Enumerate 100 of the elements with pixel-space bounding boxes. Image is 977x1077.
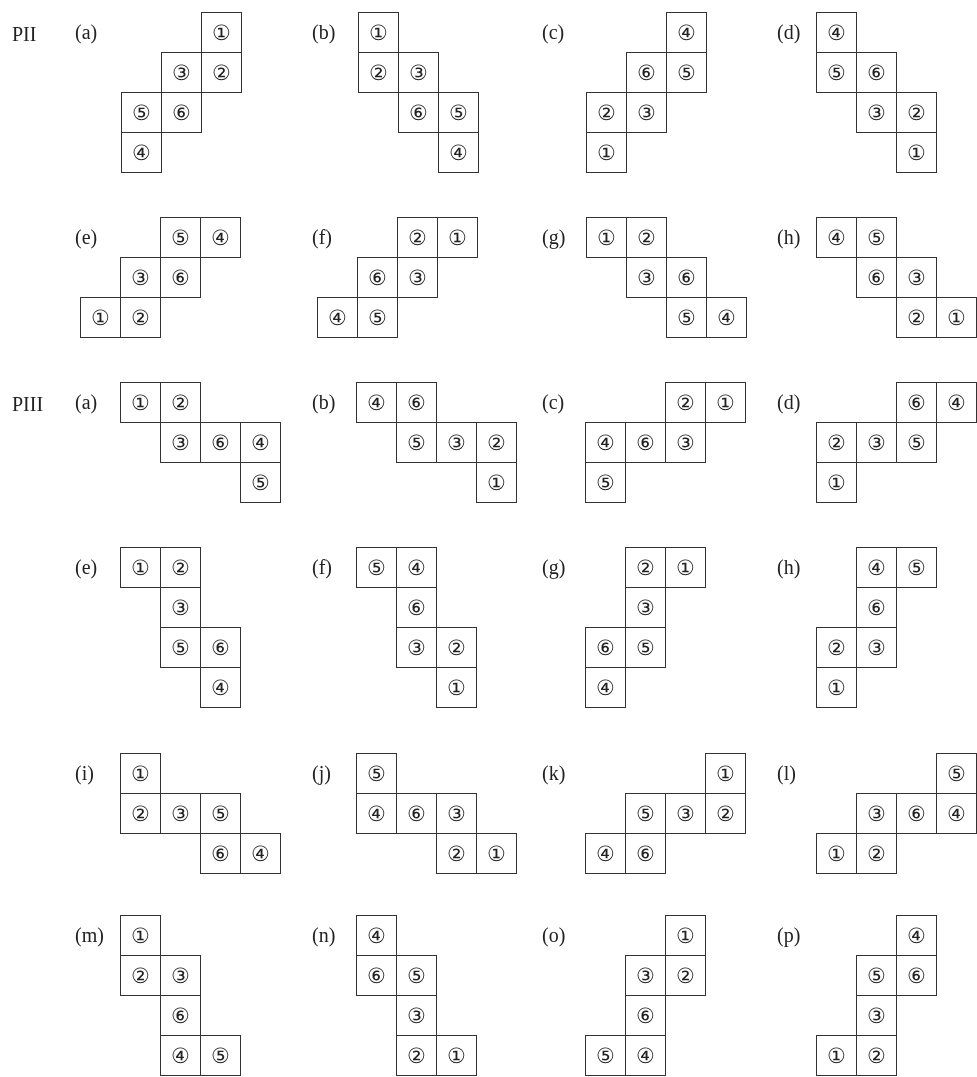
net-square: ① bbox=[437, 217, 478, 258]
net-square: ⑥ bbox=[856, 587, 897, 628]
net-square: ⑥ bbox=[200, 422, 241, 463]
net-square: ⑥ bbox=[625, 833, 666, 874]
net-square: ⑥ bbox=[896, 955, 937, 996]
net-square: ⑥ bbox=[160, 995, 201, 1036]
net-square: ② bbox=[856, 1035, 897, 1076]
net-square: ③ bbox=[398, 52, 439, 93]
net-square: ③ bbox=[665, 422, 706, 463]
net-square: ⑥ bbox=[856, 52, 897, 93]
net-square: ⑤ bbox=[396, 955, 437, 996]
panel-label: (l) bbox=[777, 761, 796, 785]
panel-label: (d) bbox=[777, 20, 801, 44]
net-square: ③ bbox=[397, 257, 438, 298]
net-square: ④ bbox=[356, 793, 397, 834]
net-square: ⑤ bbox=[666, 52, 707, 93]
net-square: ⑥ bbox=[896, 793, 937, 834]
net-square: ② bbox=[586, 92, 627, 133]
net-square: ② bbox=[120, 955, 161, 996]
panel-label: (c) bbox=[542, 390, 565, 414]
net-square: ① bbox=[476, 462, 517, 503]
net-square: ② bbox=[436, 627, 477, 668]
net-square: ④ bbox=[200, 667, 241, 708]
panel-label: (a) bbox=[75, 20, 98, 44]
net-square: ⑤ bbox=[666, 297, 707, 338]
net-square: ③ bbox=[396, 627, 437, 668]
net-square: ⑥ bbox=[200, 627, 241, 668]
net-square: ④ bbox=[200, 217, 241, 258]
net-square: ① bbox=[665, 547, 706, 588]
panel-label: (f) bbox=[312, 555, 332, 579]
net-square: ⑤ bbox=[625, 793, 666, 834]
net-square: ④ bbox=[356, 915, 397, 956]
net-square: ④ bbox=[666, 12, 707, 53]
net-square: ③ bbox=[856, 793, 897, 834]
net-square: ② bbox=[396, 1035, 437, 1076]
panel-label: (o) bbox=[542, 923, 566, 947]
net-square: ③ bbox=[665, 793, 706, 834]
net-square: ② bbox=[816, 627, 857, 668]
net-square: ① bbox=[896, 132, 937, 173]
net-square: ③ bbox=[396, 995, 437, 1036]
net-square: ⑥ bbox=[398, 92, 439, 133]
net-square: ⑤ bbox=[200, 1035, 241, 1076]
net-square: ④ bbox=[585, 667, 626, 708]
net-square: ① bbox=[120, 547, 161, 588]
net-square: ② bbox=[665, 955, 706, 996]
panel-label: (b) bbox=[312, 390, 336, 414]
net-square: ④ bbox=[936, 382, 977, 423]
net-square: ⑤ bbox=[200, 793, 241, 834]
net-square: ② bbox=[160, 547, 201, 588]
net-square: ⑥ bbox=[626, 52, 667, 93]
panel-label: (g) bbox=[542, 225, 566, 249]
net-square: ⑤ bbox=[936, 753, 977, 794]
net-square: ② bbox=[896, 297, 937, 338]
net-square: ④ bbox=[160, 1035, 201, 1076]
net-square: ④ bbox=[121, 132, 162, 173]
net-square: ⑤ bbox=[121, 92, 162, 133]
net-square: ⑤ bbox=[357, 297, 398, 338]
net-square: ⑥ bbox=[161, 92, 202, 133]
net-square: ⑤ bbox=[896, 547, 937, 588]
net-square: ① bbox=[586, 217, 627, 258]
net-square: ⑥ bbox=[896, 382, 937, 423]
net-square: ③ bbox=[856, 422, 897, 463]
net-square: ③ bbox=[160, 793, 201, 834]
net-square: ⑤ bbox=[585, 1035, 626, 1076]
net-square: ⑥ bbox=[396, 587, 437, 628]
net-square: ③ bbox=[160, 587, 201, 628]
net-square: ① bbox=[120, 915, 161, 956]
net-square: ① bbox=[80, 297, 121, 338]
net-square: ② bbox=[856, 833, 897, 874]
net-square: ① bbox=[120, 382, 161, 423]
net-square: ⑤ bbox=[160, 217, 201, 258]
net-square: ⑥ bbox=[625, 422, 666, 463]
net-square: ④ bbox=[936, 793, 977, 834]
net-square: ③ bbox=[625, 587, 666, 628]
net-square: ② bbox=[626, 217, 667, 258]
net-square: ③ bbox=[626, 92, 667, 133]
net-square: ② bbox=[397, 217, 438, 258]
panel-label: (n) bbox=[312, 923, 336, 947]
net-square: ① bbox=[816, 667, 857, 708]
net-square: ⑥ bbox=[396, 382, 437, 423]
net-square: ① bbox=[665, 915, 706, 956]
net-square: ① bbox=[358, 12, 399, 53]
net-square: ① bbox=[586, 132, 627, 173]
net-square: ⑤ bbox=[856, 217, 897, 258]
net-square: ② bbox=[358, 52, 399, 93]
panel-label: (e) bbox=[75, 225, 98, 249]
net-square: ⑤ bbox=[896, 422, 937, 463]
net-square: ③ bbox=[436, 793, 477, 834]
net-square: ④ bbox=[625, 1035, 666, 1076]
net-square: ⑤ bbox=[856, 955, 897, 996]
panel-label: (e) bbox=[75, 555, 98, 579]
net-square: ⑤ bbox=[160, 627, 201, 668]
net-square: ③ bbox=[160, 955, 201, 996]
section-label: PIII bbox=[12, 392, 44, 416]
net-square: ② bbox=[120, 793, 161, 834]
net-square: ④ bbox=[240, 833, 281, 874]
net-square: ② bbox=[816, 422, 857, 463]
net-square: ③ bbox=[625, 955, 666, 996]
panel-label: (j) bbox=[312, 761, 331, 785]
net-square: ④ bbox=[816, 217, 857, 258]
